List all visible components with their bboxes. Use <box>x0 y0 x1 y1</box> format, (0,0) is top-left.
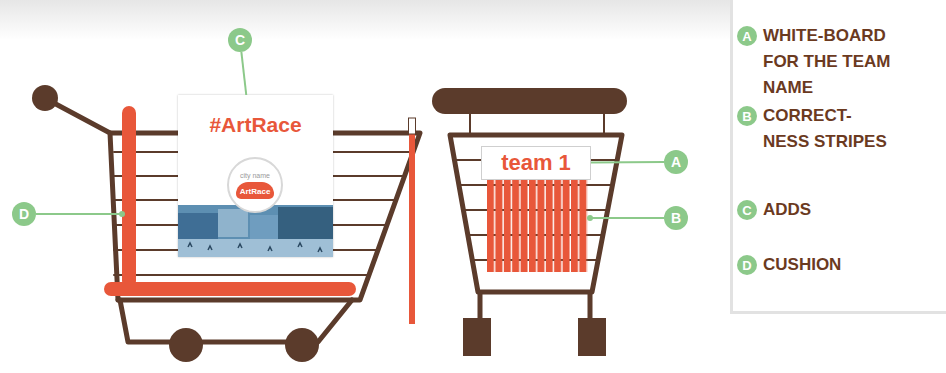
callout-letter: B <box>664 206 688 230</box>
node-subtext: ArtRace <box>236 182 275 199</box>
key-description: CUSHION <box>763 252 923 278</box>
key-description: CORRECT- NESS STRIPES <box>763 103 898 155</box>
node-text: B <box>671 210 681 226</box>
node-text: A <box>671 154 681 170</box>
team-whiteboard: team 1 <box>481 146 591 180</box>
key-letter: D <box>737 255 757 275</box>
callout-letter: C <box>228 28 252 52</box>
key-description: ADDS <box>763 197 923 223</box>
connector-line <box>241 52 246 95</box>
leader-dot <box>587 215 593 221</box>
cushion <box>122 106 136 288</box>
node-text: B <box>742 109 751 124</box>
cart-base <box>120 300 352 342</box>
ad-panel: #ArtRace city nameArtRace <box>178 95 333 257</box>
node-text: #ArtRace <box>178 113 333 137</box>
logo-badge: city nameArtRace <box>227 157 283 213</box>
key-letter: A <box>737 26 757 46</box>
correctness-stripes <box>487 180 588 272</box>
node-text: C <box>235 32 245 48</box>
key-letter: B <box>737 106 757 126</box>
callout-letter: D <box>12 202 36 226</box>
flag-pole-top <box>409 118 416 134</box>
photo-square <box>178 239 333 257</box>
connector-line <box>591 161 664 164</box>
cart-basket-frame <box>110 133 420 300</box>
front-handle <box>432 88 627 114</box>
handle-posts <box>470 114 604 135</box>
front-foot <box>463 318 491 356</box>
node-text: team 1 <box>501 150 571 176</box>
node-text: city name <box>240 172 270 180</box>
node-text: C <box>742 203 751 218</box>
front-foot <box>578 318 606 356</box>
wheel <box>169 328 203 362</box>
key-description: WHITE-BOARD FOR THE TEAM NAME <box>763 23 913 101</box>
wheel <box>285 328 319 362</box>
leader-line <box>590 217 664 219</box>
key-panel-shadow <box>730 0 946 314</box>
photo-building <box>250 215 278 239</box>
tray <box>104 282 356 296</box>
photo-people <box>188 243 322 252</box>
cart-wires <box>114 152 411 275</box>
node-text: A <box>742 29 751 44</box>
callout-letter: A <box>664 150 688 174</box>
photo-building <box>278 207 333 241</box>
photo-building <box>218 209 248 237</box>
handle-knob <box>32 85 58 111</box>
leader-dot <box>119 211 125 217</box>
flag-pole <box>409 132 415 324</box>
node-text: D <box>19 206 29 222</box>
front-basket <box>450 135 622 292</box>
key-panel <box>733 0 946 311</box>
leader-line <box>36 213 122 215</box>
front-legs <box>480 292 590 322</box>
leader-connector <box>241 52 246 95</box>
node-text: D <box>742 258 751 273</box>
photo-sky <box>178 205 333 257</box>
leader-connector <box>591 162 664 164</box>
key-letter: C <box>737 200 757 220</box>
photo-building <box>178 213 218 243</box>
